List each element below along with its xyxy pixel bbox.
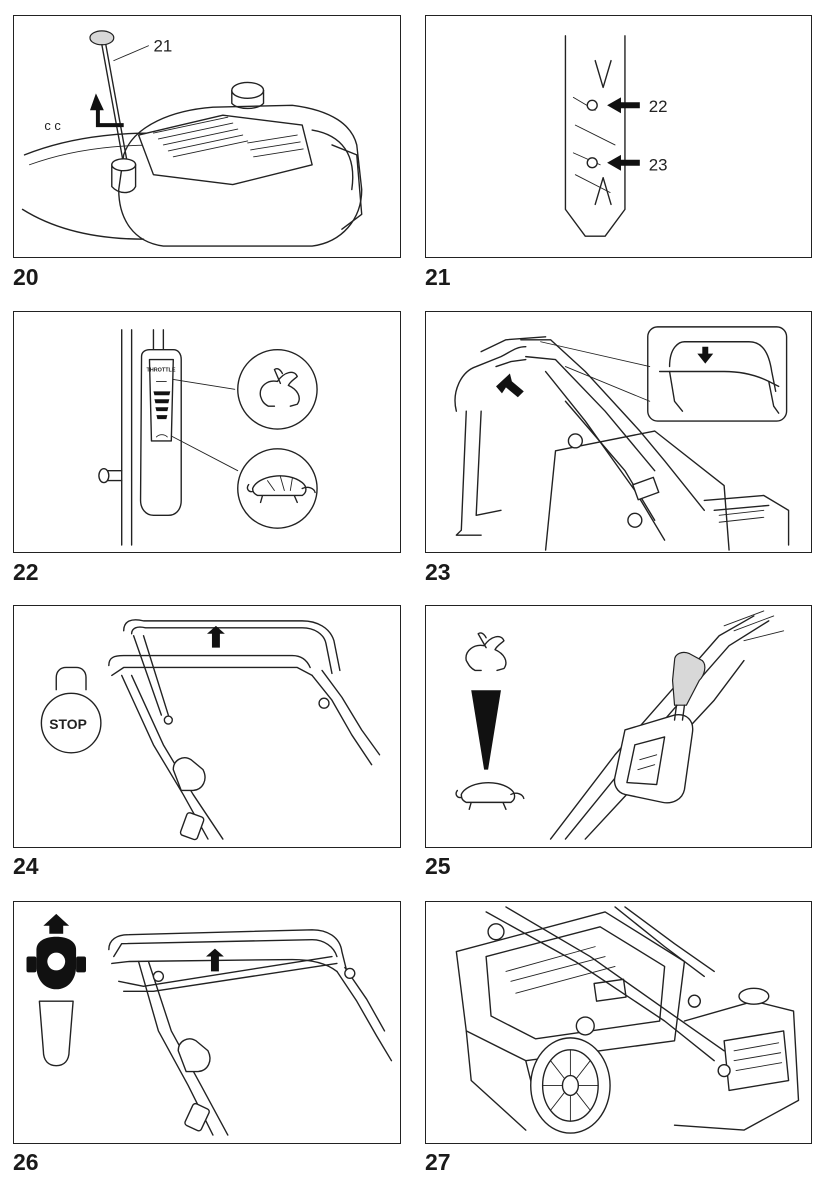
- stop-lever-drawing: STOP: [40, 619, 381, 841]
- figure-24-illustration: STOP: [13, 605, 401, 848]
- callout-22: 22: [649, 97, 668, 116]
- dipstick-removal-drawing: c c 21: [21, 30, 363, 247]
- stop-icon: [55, 666, 87, 691]
- grass-bag-drawing: [455, 906, 800, 1134]
- figure-number: 26: [13, 1149, 39, 1175]
- figure-25-illustration: [425, 605, 812, 848]
- figure-20-illustration: c c 21: [13, 15, 401, 258]
- drive-lever-drawing: [26, 913, 393, 1136]
- figure-number: 24: [13, 853, 39, 879]
- callout-21: 21: [153, 37, 172, 56]
- svg-text:c c: c c: [44, 118, 61, 133]
- speed-control-drawing: [455, 610, 785, 840]
- figure-number: 22: [13, 559, 39, 585]
- stop-label: STOP: [49, 716, 87, 732]
- operator-handle-drawing: [454, 326, 790, 551]
- figure-number: 20: [13, 264, 39, 290]
- figure-number: 23: [425, 559, 451, 585]
- drive-control-icon: [26, 913, 87, 1067]
- figure-27-illustration: [425, 901, 812, 1144]
- throttle-label: THROTTLE: [147, 368, 176, 374]
- figure-number: 25: [425, 853, 451, 879]
- throttle-lever-drawing: THROTTLE: [98, 329, 318, 546]
- figure-23-illustration: [425, 311, 812, 553]
- rabbit-icon: [465, 632, 507, 672]
- callout-23: 23: [649, 156, 668, 175]
- figure-number: 27: [425, 1149, 451, 1175]
- rabbit-icon: [237, 348, 318, 430]
- turtle-icon: [237, 448, 318, 529]
- figure-26-illustration: [13, 901, 401, 1144]
- figure-number: 21: [425, 264, 451, 290]
- dipstick-level-drawing: 22 23: [564, 35, 668, 237]
- figure-22-illustration: THROTTLE: [13, 311, 401, 553]
- figure-21-illustration: 22 23: [425, 15, 812, 258]
- turtle-icon: [455, 781, 525, 811]
